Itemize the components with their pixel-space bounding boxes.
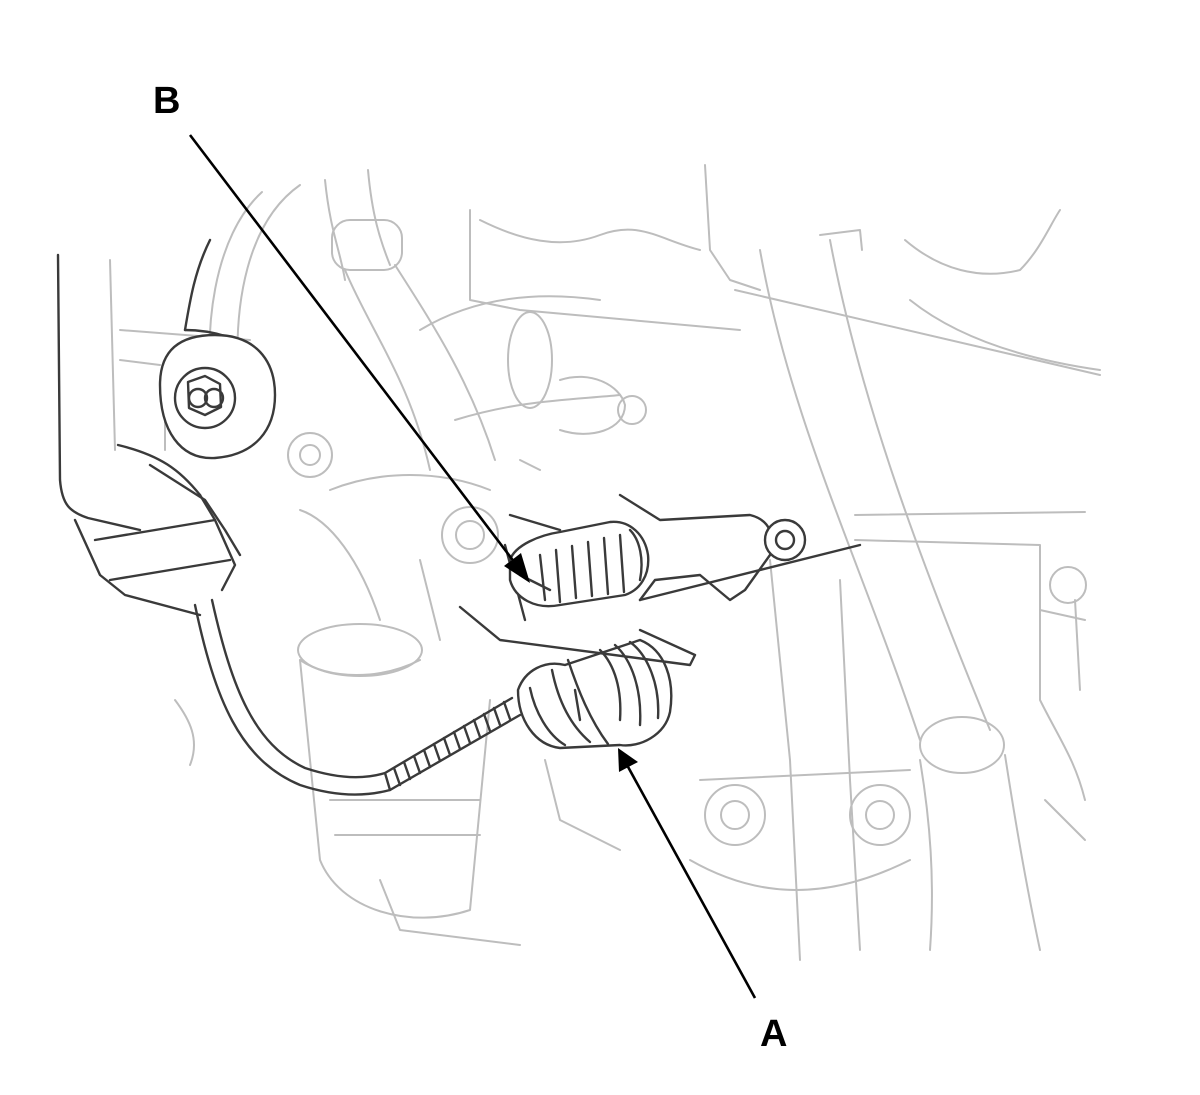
callout-label-b: B: [153, 80, 181, 122]
connector-a: [516, 638, 673, 750]
leader-b: [188, 134, 530, 583]
left-mounting-bracket: [56, 238, 257, 617]
wire-harness: [193, 598, 522, 796]
sensor-b: [458, 493, 862, 667]
mounting-bolt: [158, 333, 277, 460]
callout-label-a: A: [760, 1013, 788, 1055]
engine-block-background: [109, 164, 1101, 961]
leader-a: [618, 748, 757, 999]
